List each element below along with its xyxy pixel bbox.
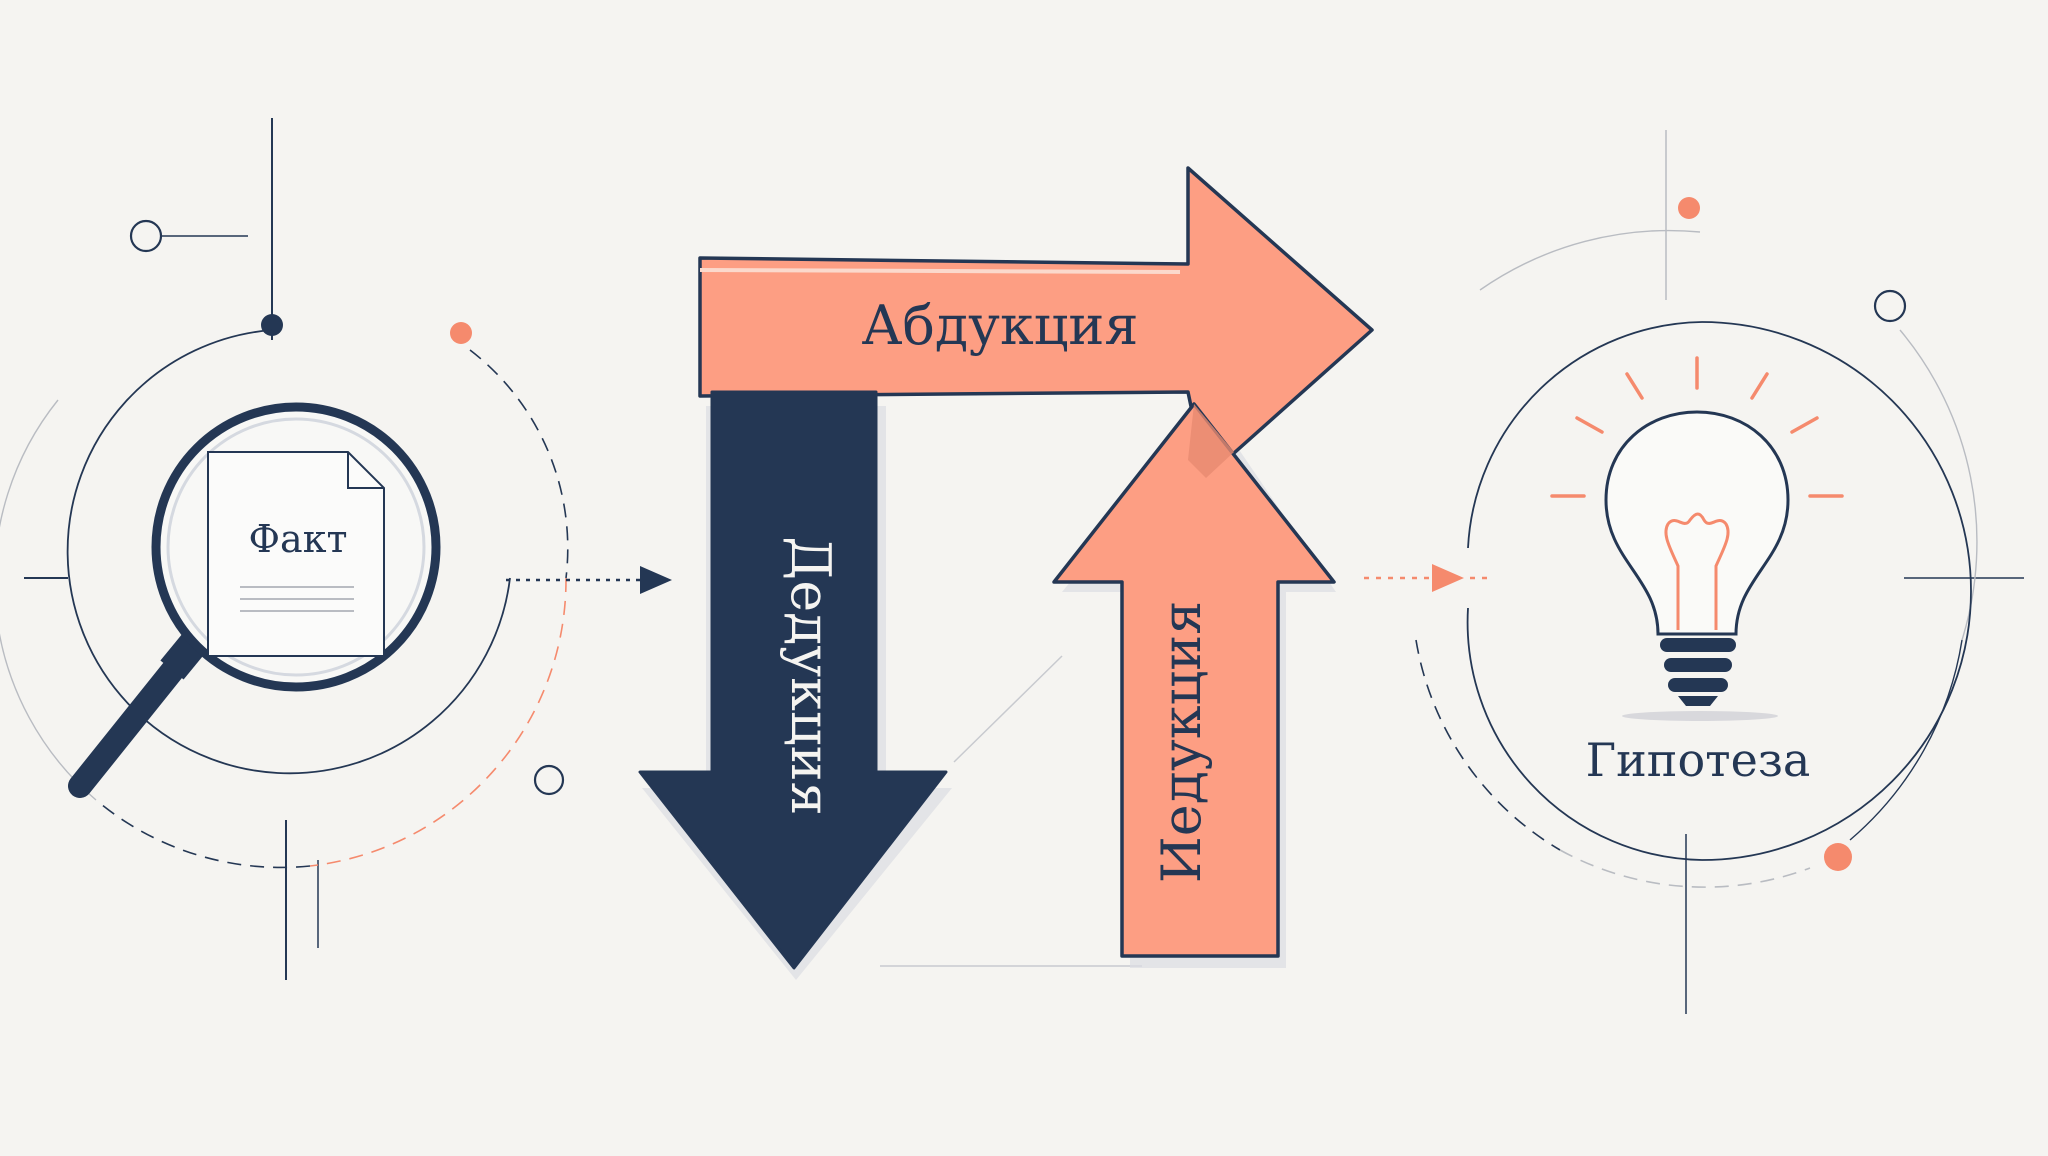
document-icon — [207, 451, 385, 657]
abduction-highlight — [699, 268, 1181, 274]
right-connector — [1364, 564, 1490, 592]
fact-label: Факт — [249, 517, 348, 561]
arrow-overlap — [1188, 404, 1234, 478]
lightbulb-icon — [1550, 356, 1844, 706]
left-decoration — [0, 118, 569, 980]
induction-arrow — [1052, 402, 1336, 958]
deduction-arrow — [638, 390, 948, 970]
right-decoration — [1415, 130, 2024, 1014]
deduction-label: Дедукция — [779, 536, 842, 815]
abduction-label: Абдукция — [862, 294, 1139, 357]
left-connector — [506, 566, 672, 594]
induction-label: Иедукция — [1150, 601, 1213, 884]
hypothesis-label: Гипотеза — [1586, 733, 1811, 787]
construction-lines — [880, 655, 1142, 967]
